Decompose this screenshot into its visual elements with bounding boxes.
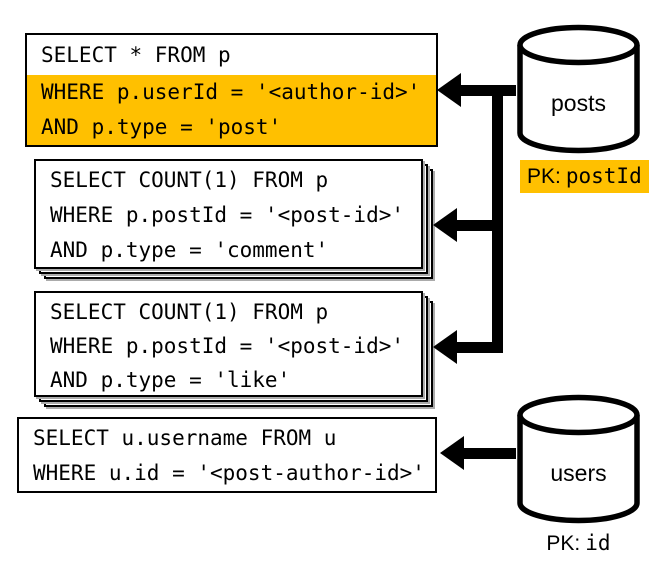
sql-line: SELECT u.username FROM u [33, 426, 337, 450]
arrow-shaft [462, 448, 516, 459]
highlight-band: WHERE p.userId = '<author-id>' AND p.typ… [27, 75, 436, 145]
sql-line: AND p.type = 'post' [41, 115, 282, 139]
arrowhead-posts-to-count-likes [433, 330, 457, 364]
arrowhead-posts-to-count-comments [433, 208, 457, 242]
posts-database: posts [517, 24, 640, 154]
pk-prefix: PK: [546, 532, 581, 555]
database-cylinder-icon [517, 394, 640, 524]
arrowhead-users-to-select-username [440, 436, 464, 470]
sql-line: WHERE p.userId = '<author-id>' [41, 80, 421, 104]
pk-field: id [585, 531, 611, 555]
primary-key-label-users: PK:id [517, 529, 640, 558]
pk-prefix: PK: [527, 165, 561, 188]
sql-line: WHERE p.postId = '<post-id>' [50, 334, 405, 358]
arrow-shaft [455, 220, 503, 231]
users-database: users [517, 394, 640, 524]
database-name: users [550, 460, 607, 486]
sql-line: AND p.type = 'like' [50, 368, 291, 392]
pk-field: postId [565, 164, 642, 188]
primary-key-label-posts: PK:postId [520, 160, 649, 193]
sql-line: SELECT COUNT(1) FROM p [50, 300, 329, 324]
arrowhead-posts-to-select-post [437, 73, 461, 107]
stacked-page-front: SELECT COUNT(1) FROM p WHERE p.postId = … [34, 159, 423, 269]
sql-line: WHERE p.postId = '<post-id>' [50, 203, 405, 227]
arrow-shaft [458, 85, 516, 96]
sql-line: AND p.type = 'comment' [50, 238, 329, 262]
sql-line: WHERE u.id = '<post-author-id>' [33, 461, 425, 485]
query-box-select-username: SELECT u.username FROM u WHERE u.id = '<… [17, 417, 437, 493]
query-box-count-comments: SELECT COUNT(1) FROM p WHERE p.postId = … [34, 159, 433, 279]
arrow-shaft [455, 342, 503, 353]
sql-line: SELECT COUNT(1) FROM p [50, 168, 329, 192]
arrow-trunk [492, 85, 503, 353]
query-box-count-likes: SELECT COUNT(1) FROM p WHERE p.postId = … [34, 291, 433, 407]
database-name: posts [551, 90, 606, 116]
query-box-select-post: SELECT * FROM p WHERE p.userId = '<autho… [25, 33, 438, 147]
stacked-page-front: SELECT COUNT(1) FROM p WHERE p.postId = … [34, 291, 423, 397]
sql-line: SELECT * FROM p [27, 35, 436, 75]
database-cylinder-icon [517, 24, 640, 154]
